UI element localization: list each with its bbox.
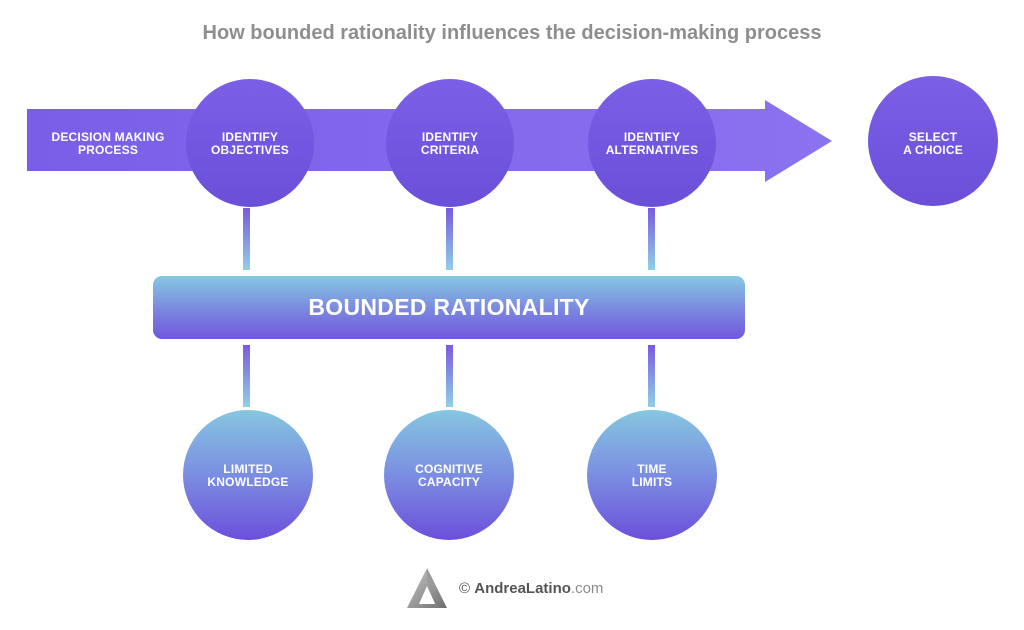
- connector-lower-3: [648, 345, 655, 407]
- factor-circle-time: [587, 410, 717, 540]
- step-label-objectives: IDENTIFY OBJECTIVES: [210, 130, 290, 157]
- factor-circle-capacity: [384, 410, 514, 540]
- connector-upper-2: [446, 208, 453, 270]
- step-circle-criteria: [386, 79, 514, 207]
- connector-lower-2: [446, 345, 453, 407]
- factor-label-knowledge: LIMITED KNOWLEDGE: [207, 462, 289, 489]
- footer-domain: .com: [570, 579, 604, 597]
- connector-upper-1: [243, 208, 250, 270]
- step-circle-objectives: [186, 79, 314, 207]
- step-circle-alternatives: [588, 79, 716, 207]
- bounded-rationality-bar: [153, 276, 745, 339]
- arrow-label: DECISION MAKING PROCESS: [51, 130, 165, 157]
- footer: © AndreaLatino.com: [405, 566, 603, 610]
- factor-circle-knowledge: [183, 410, 313, 540]
- bounded-rationality-label: BOUNDED RATIONALITY: [308, 294, 590, 320]
- factor-label-time: TIME LIMITS: [631, 462, 673, 489]
- connector-upper-3: [648, 208, 655, 270]
- factor-label-capacity: COGNITIVE CAPACITY: [415, 462, 483, 489]
- triangle-logo-icon: [407, 568, 447, 608]
- step-circle-select-choice: [868, 76, 998, 206]
- copyright-symbol: ©: [459, 579, 471, 597]
- footer-credit: © AndreaLatino.com: [459, 580, 603, 597]
- step-label-alternatives: IDENTIFY ALTERNATIVES: [605, 130, 699, 157]
- step-label-criteria: IDENTIFY CRITERIA: [420, 130, 480, 157]
- connector-lower-1: [243, 345, 250, 407]
- step-label-select-choice: SELECT A CHOICE: [903, 130, 963, 157]
- footer-brand: AndreaLatino: [474, 579, 571, 597]
- diagram-title: How bounded rationality influences the d…: [202, 22, 822, 44]
